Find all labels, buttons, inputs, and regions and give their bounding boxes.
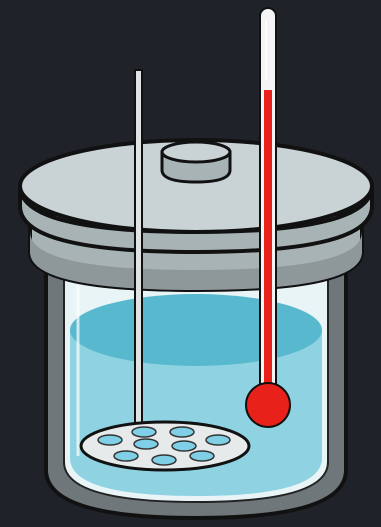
stirrer-hole bbox=[152, 455, 176, 465]
stirrer-hole bbox=[170, 427, 194, 437]
stirrer-hole bbox=[134, 439, 158, 449]
stirrer-hole bbox=[190, 451, 214, 461]
stirrer-hole bbox=[172, 441, 196, 451]
stirrer-hole bbox=[206, 435, 230, 445]
ignition-cap bbox=[162, 142, 230, 182]
stirrer-hole bbox=[98, 435, 122, 445]
stirrer-hole bbox=[132, 427, 156, 437]
stirrer-hole bbox=[114, 451, 138, 461]
